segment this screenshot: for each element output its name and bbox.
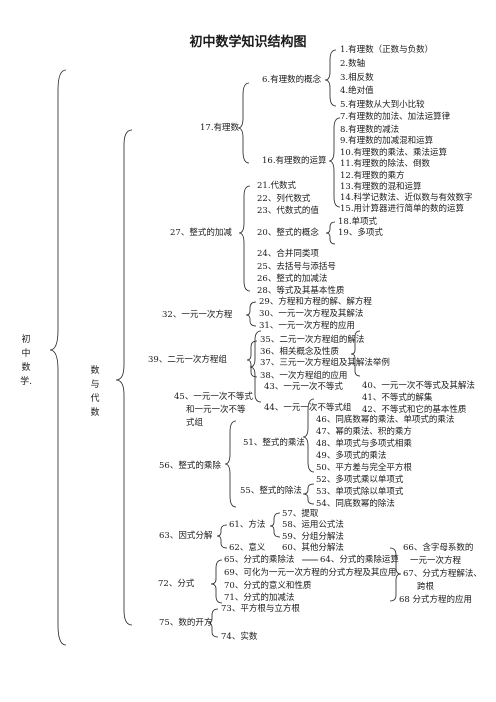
- root-label: 初中数学.: [20, 335, 32, 387]
- concept-item: 1.有理数（正数与负数）: [340, 45, 434, 55]
- fraction-right-item: 一元一次方程: [410, 556, 462, 566]
- inequality-item: 40、一元一次不等式及其解法: [362, 381, 475, 391]
- fraction-item: 65、分式的乘除法: [224, 555, 295, 565]
- linear-item: 30、一元一次方程及其解法: [259, 309, 364, 319]
- roots-label: 75、数的开方: [159, 618, 213, 628]
- polymul-mul-item: 50、平方差与完全平方根: [316, 463, 412, 473]
- polymul-mul-item: 48、单项式与多项式相乘: [316, 439, 412, 449]
- polymul-mul-item: 49、多项式的乘法: [316, 451, 387, 461]
- fraction-right-item: 68 分式方程的应用: [399, 595, 473, 605]
- rational-concept-label: 6.有理数的概念: [262, 75, 322, 85]
- linear-label: 32、一元一次方程: [162, 310, 233, 320]
- linear-item: 31、一元一次方程的应用: [259, 321, 355, 331]
- operation-item: 14.科学记数法、近似数与有效数字: [340, 193, 473, 203]
- polymul-mul-item: 47、幂的乘法、积的乘方: [316, 427, 412, 437]
- polyadd-concept-item: 19、多项式: [338, 228, 383, 238]
- polyadd-more-item: 26、整式的加减法: [257, 274, 328, 284]
- factor-label: 63、因式分解: [159, 531, 213, 541]
- system-item: 37、三元一次方程组及其解法举例: [260, 358, 390, 368]
- system-item: 38、一次方程组的应用: [260, 371, 348, 381]
- polymul-div-item: 54、同底数幂的除法: [316, 499, 395, 509]
- algebra-label: 数与代数: [90, 366, 100, 418]
- polymul-div-item: 53、单项式除以单项式: [316, 487, 404, 497]
- operation-item: 13.有理数的混和运算: [340, 182, 422, 192]
- polyadd-concept-item: 18.单项式: [338, 217, 378, 227]
- inequality-label: 和一元一次不等: [186, 405, 246, 415]
- concept-item: 4.绝对值: [340, 86, 374, 96]
- roots-item: 73、平方根与立方根: [221, 604, 300, 614]
- polyadd-item: 23、代数式的值: [257, 206, 319, 216]
- factor-meaning-label: 62、意义: [229, 543, 266, 553]
- system-item: 35、二元一次方程组的解法: [260, 335, 365, 345]
- polyadd-item: 22、列代数式: [257, 194, 311, 204]
- rational-label: 17.有理数: [200, 123, 240, 133]
- operation-item: 11.有理数的除法、倒数: [340, 159, 431, 169]
- concept-item: 3.相反数: [340, 73, 374, 83]
- concept-item: 5.有理数从大到小比较: [340, 100, 425, 110]
- system-label: 39、二元一次方程组: [148, 355, 227, 365]
- polyadd-item: 21.代数式: [257, 181, 297, 191]
- factor-meaning-item: 60、其他分解法: [282, 543, 344, 553]
- factor-method-item: 59、分组分解法: [282, 532, 344, 542]
- polyadd-more-item: 25、去括号与添括号: [257, 262, 336, 272]
- rational-operations-label: 16.有理数的运算: [262, 156, 327, 166]
- polyadd-more-item: 24、合并同类项: [257, 249, 319, 259]
- factor-method-item: 57、提取: [282, 509, 319, 519]
- fraction-right-item: 67、分式方程解法、: [403, 569, 482, 579]
- system-item: 36、相关概念及性质: [260, 347, 339, 357]
- fraction-item: 69、可化为一元一次方程的分式方程及其应用: [224, 568, 397, 578]
- fraction-item: 71、分式的加减法: [224, 593, 295, 603]
- fraction-item: 70、分式的意义和性质: [224, 581, 312, 591]
- operation-item: 10.有理数的乘法、乘法运算: [340, 148, 448, 158]
- polyadd-label: 27、整式的加减: [170, 228, 232, 238]
- operation-item: 12.有理数的乘方: [340, 171, 405, 181]
- inequality-item: 41、不等式的解集: [362, 393, 433, 403]
- polyadd-concept-label: 20、整式的概念: [257, 228, 319, 238]
- operation-item: 9.有理数的加减混和运算: [340, 136, 434, 146]
- roots-item: 74、实数: [221, 632, 258, 642]
- inequality-label: 式组: [186, 418, 204, 428]
- operation-item: 7.有理数的加法、加法运算律: [340, 112, 451, 122]
- polymul-mul-label: 51、整式的乘法: [243, 438, 305, 448]
- factor-method-item: 58、运用公式法: [282, 520, 344, 530]
- inequality-label: 45、一元一次不等式: [174, 392, 253, 402]
- polyadd-more-item: 28、等式及其基本性质: [257, 286, 345, 296]
- page-title: 初中数学知识结构图: [189, 35, 307, 50]
- polymul-div-item: 52、多项式乘以单项式: [316, 475, 404, 485]
- factor-method-label: 61、方法: [229, 520, 266, 530]
- fraction-item: 64、分式的乘除运算: [320, 555, 399, 565]
- concept-item: 2.数轴: [340, 59, 366, 69]
- inequality-sub-label: 43、一元一次不等式: [264, 382, 343, 392]
- polymul-label: 56、整式的乘除: [159, 461, 221, 471]
- fraction-right-item: 66、含字母系数的: [403, 543, 474, 553]
- fraction-right-item: 跨根: [417, 582, 435, 592]
- inequality-sub-label: 44、一元一次不等式组: [264, 403, 352, 413]
- operation-item: 15.用计算器进行简单的数的运算: [340, 204, 465, 214]
- inequality-item: 42、不等式和它的基本性质: [362, 405, 467, 415]
- polymul-div-label: 55、整式的除法: [240, 486, 302, 496]
- polymul-mul-item: 46、同底数幂的乘法、单项式的乘法: [316, 415, 455, 425]
- operation-item: 8.有理数的减法: [340, 125, 400, 135]
- linear-item: 29、方程和方程的解、解方程: [259, 297, 372, 307]
- fraction-label: 72、分式: [158, 579, 195, 589]
